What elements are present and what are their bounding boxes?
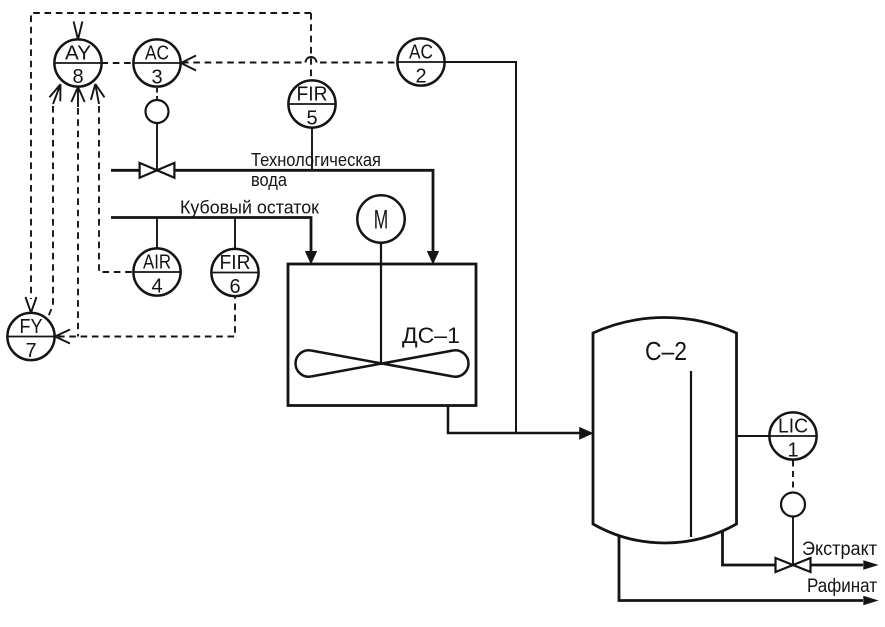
svg-text:AC: AC [409,42,433,64]
svg-text:8: 8 [72,66,83,88]
svg-text:Экстракт: Экстракт [802,539,877,560]
svg-text:вода: вода [251,170,288,190]
svg-text:1: 1 [787,439,798,461]
svg-text:Кубовый остаток: Кубовый остаток [180,198,319,218]
svg-text:AY: AY [65,43,91,65]
svg-text:ДС–1: ДС–1 [402,323,460,348]
svg-text:M: M [374,205,389,235]
svg-text:FIR: FIR [220,252,251,274]
svg-text:Рафинат: Рафинат [807,576,877,597]
svg-text:LIC: LIC [778,416,808,438]
svg-text:AIR: AIR [143,252,171,274]
svg-text:3: 3 [151,67,162,89]
svg-text:7: 7 [25,340,36,362]
svg-text:Технологическая: Технологическая [251,150,381,170]
svg-text:2: 2 [415,66,426,88]
svg-text:AC: AC [145,43,169,65]
svg-text:6: 6 [229,276,240,298]
svg-text:5: 5 [306,108,317,130]
svg-text:FIR: FIR [297,84,328,106]
svg-text:FY: FY [20,316,43,338]
svg-text:4: 4 [151,276,162,298]
svg-text:С–2: С–2 [645,336,687,366]
